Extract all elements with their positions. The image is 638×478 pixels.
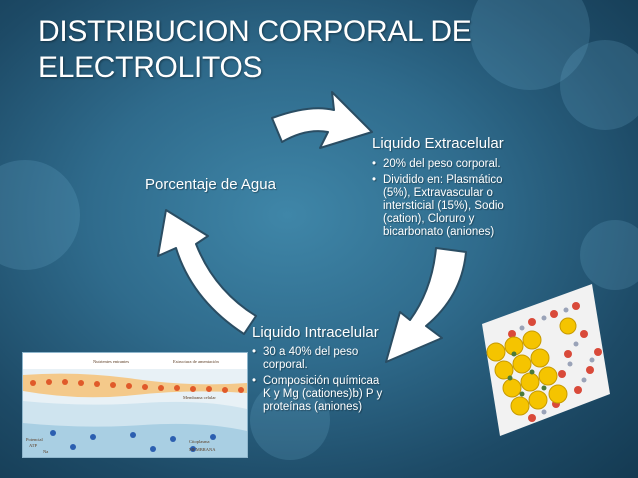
- bullet-item: Dividido en: Plasmático (5%), Extravascu…: [372, 174, 510, 239]
- molecular-structure-image: [482, 284, 610, 436]
- cell-label: Citoplasma: [189, 439, 210, 444]
- slide-title: DISTRIBUCION CORPORAL DE ELECTROLITOS: [38, 15, 472, 84]
- cell-label: Estructura de amentación: [173, 359, 219, 364]
- cell-label: MEMBRANA: [189, 447, 216, 452]
- cycle-arrow-right-icon: [385, 247, 467, 363]
- cell-label: Nutrientes entrantes: [93, 359, 129, 364]
- bullet-item: 30 a 40% del peso corporal.: [252, 346, 386, 372]
- bokeh-circle: [560, 40, 638, 130]
- node-liquido-extracelular: Liquido Extracelular: [372, 135, 504, 152]
- bullet-item: 20% del peso corporal.: [372, 158, 510, 171]
- cycle-arrow-top-icon: [271, 91, 373, 149]
- cell-label: ATP: [29, 443, 37, 448]
- cell-membrane-image: Nutrientes entrantes Estructura de ament…: [22, 352, 248, 458]
- cycle-arrow-left-icon: [157, 209, 257, 335]
- extracelular-bullets: 20% del peso corporal. Dividido en: Plas…: [372, 158, 510, 242]
- bokeh-circle: [580, 220, 638, 290]
- node-porcentaje-agua: Porcentaje de Agua: [145, 176, 276, 193]
- node-liquido-intracelular: Liquido Intracelular: [252, 324, 379, 341]
- cell-label: Na: [43, 449, 48, 454]
- cell-label: Potencial: [26, 437, 43, 442]
- bullet-item: Composición químicaa K y Mg (cationes)b)…: [252, 375, 386, 414]
- intracelular-bullets: 30 a 40% del peso corporal. Composición …: [252, 346, 386, 417]
- cell-label: Membrana celular: [183, 395, 216, 400]
